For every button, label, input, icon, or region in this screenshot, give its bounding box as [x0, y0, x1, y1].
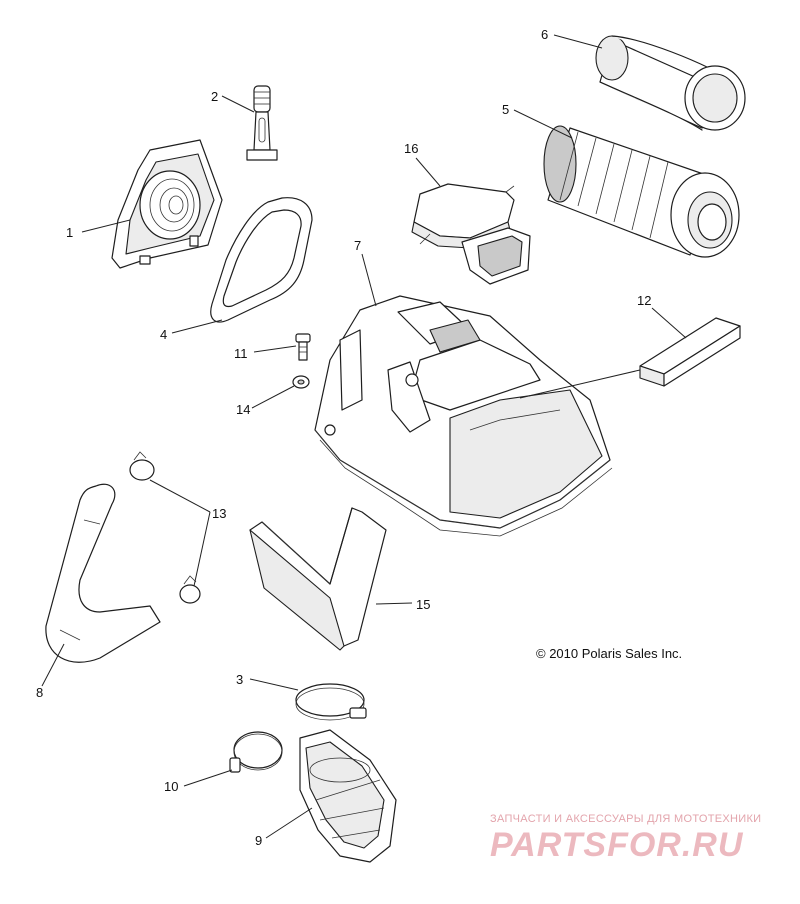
part-11-screw	[295, 333, 311, 361]
leader-3	[249, 678, 299, 691]
part-14-washer	[292, 375, 310, 389]
callout-16: 16	[404, 141, 418, 156]
part-2-strap	[246, 85, 278, 161]
part-9-intake-boot	[299, 729, 397, 863]
callout-2: 2	[211, 89, 218, 104]
callout-11: 11	[234, 346, 248, 361]
watermark: ЗАПЧАСТИ И АКСЕССУАРЫ ДЛЯ МОТОТЕХНИКИ PA…	[490, 813, 761, 864]
callout-15: 15	[416, 597, 430, 612]
callout-1: 1	[66, 225, 73, 240]
leader-12b	[519, 369, 641, 399]
leader-lines	[41, 34, 687, 839]
callout-4: 4	[160, 327, 167, 342]
leader-16	[415, 157, 441, 187]
callout-10: 10	[164, 779, 178, 794]
leader-8	[41, 643, 65, 687]
callout-5: 5	[502, 102, 509, 117]
callout-6: 6	[541, 27, 548, 42]
callout-9: 9	[255, 833, 262, 848]
leader-13b	[193, 511, 211, 587]
leader-7	[361, 253, 377, 307]
part-1-intake-adapter	[111, 139, 223, 269]
leader-5	[513, 109, 573, 139]
callout-7: 7	[354, 238, 361, 253]
leader-9	[265, 807, 313, 839]
leader-1	[81, 219, 131, 233]
part-4-gasket	[210, 197, 313, 323]
callout-8: 8	[36, 685, 43, 700]
watermark-tagline: ЗАПЧАСТИ И АКСЕССУАРЫ ДЛЯ МОТОТЕХНИКИ	[490, 813, 761, 825]
part-8-breather-hose	[45, 483, 161, 663]
part-12-foam-block	[639, 317, 741, 387]
callout-14: 14	[236, 402, 250, 417]
callout-12: 12	[637, 293, 651, 308]
part-10-small-clamp	[229, 731, 283, 773]
part-6-precleaner-sleeve	[595, 35, 746, 131]
part-5-air-filter	[543, 125, 740, 258]
callout-numbers: 1 2 3 4 5 6 7 8 9 10 11 12 13 14 15 16	[36, 27, 651, 848]
leader-6	[553, 34, 603, 49]
leader-13a	[149, 479, 211, 513]
callout-13: 13	[212, 506, 226, 521]
part-7-air-box-housing	[314, 295, 613, 537]
watermark-logo: PARTSFOR.RU	[490, 826, 744, 864]
leader-15	[375, 602, 413, 605]
leader-12	[651, 307, 687, 339]
leader-2	[221, 95, 255, 113]
part-13-hose-clamps	[129, 451, 201, 604]
part-16-outlet-duct	[411, 183, 531, 285]
copyright-notice: © 2010 Polaris Sales Inc.	[536, 646, 682, 661]
leader-10	[183, 769, 233, 787]
part-3-large-clamp	[295, 683, 367, 721]
part-15-v-foam	[249, 507, 387, 651]
leader-4	[171, 319, 223, 334]
callout-3: 3	[236, 672, 243, 687]
leader-11	[253, 345, 297, 353]
leader-14	[251, 385, 295, 409]
